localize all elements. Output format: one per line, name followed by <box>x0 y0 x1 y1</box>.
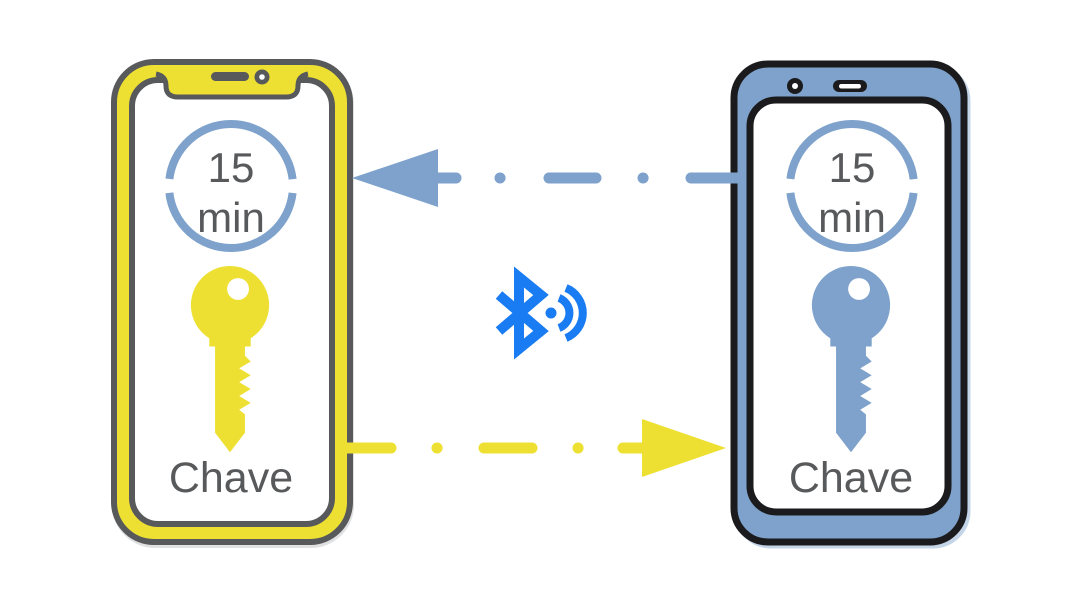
left-timer-unit: min <box>197 194 265 241</box>
left-phone-camera-dot <box>259 74 265 80</box>
bluetooth-rune-icon <box>495 266 549 360</box>
left-timer-circle-icon <box>165 120 297 252</box>
blue-arrowhead <box>352 149 438 207</box>
left-key-icon <box>190 266 270 453</box>
yellow-arrowhead <box>642 419 726 477</box>
right-timer-value: 15 <box>829 144 876 191</box>
bluetooth-signal-dot <box>545 307 557 319</box>
right-phone-speaker-slot <box>839 84 861 89</box>
left-key-hole <box>227 278 249 300</box>
left-key-label: Chave <box>169 454 293 502</box>
right-key-hole <box>848 278 870 300</box>
arrow-yellow-left-to-right <box>339 419 726 477</box>
bluetooth-icon <box>495 266 587 360</box>
left-timer-value: 15 <box>208 144 255 191</box>
left-phone: 15 min Chave <box>111 59 353 545</box>
left-phone-speaker-icon <box>211 72 249 81</box>
right-phone-camera-dot <box>792 83 798 89</box>
right-key-label: Chave <box>789 454 913 502</box>
right-phone: 15 min Chave <box>730 60 968 546</box>
right-timer-unit: min <box>818 194 886 241</box>
left-phone-notch <box>155 71 309 100</box>
bluetooth-signal-waves-icon <box>557 284 587 342</box>
right-timer-circle-icon <box>786 120 918 252</box>
right-key-icon <box>811 266 891 453</box>
arrow-blue-right-to-left <box>352 149 745 207</box>
